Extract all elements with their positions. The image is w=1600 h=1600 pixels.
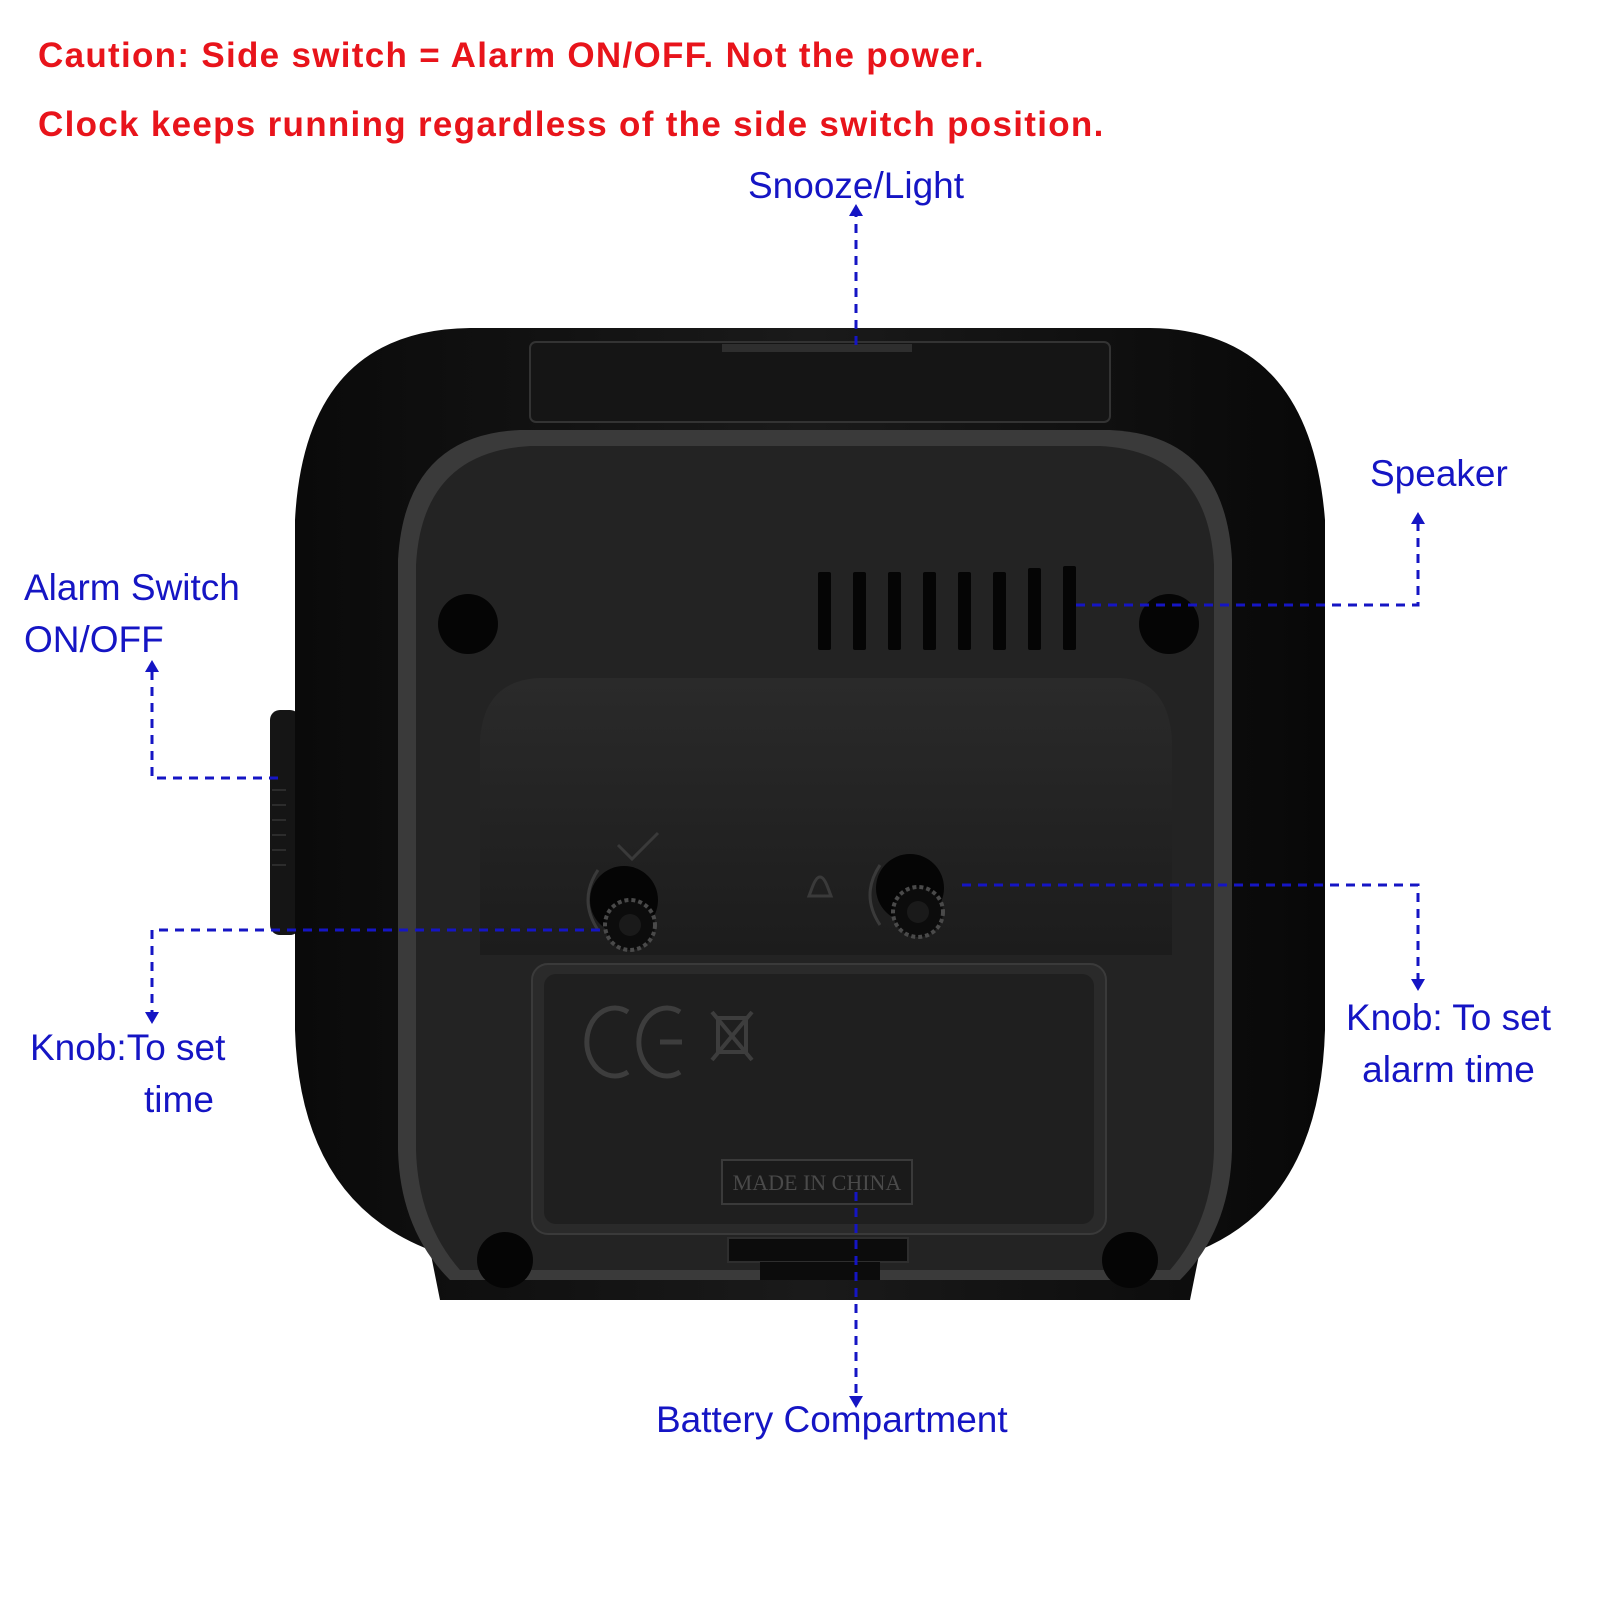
callout-snooze-light-text: Snooze/Light [748,165,965,206]
callout-knob-time-line-1: Knob:To set [30,1027,226,1068]
made-in-china-text: MADE IN CHINA [733,1170,902,1195]
knob-panel [480,678,1172,955]
made-in-china-plate: MADE IN CHINA [721,1159,913,1205]
callout-knob-time-line-2: time [144,1079,214,1120]
callout-alarm-switch-line-2: ON/OFF [24,619,164,660]
callout-alarm-switch-line-1: Alarm Switch [24,567,240,608]
screw-holes [438,594,1199,1288]
ce-mark [584,1005,682,1079]
callout-knob-alarm: Knob: To set alarm time [1346,992,1551,1096]
callout-battery: Battery Compartment [656,1394,1008,1446]
callout-knob-alarm-line-2: alarm time [1362,1049,1535,1090]
callout-knob-alarm-line-1: Knob: To set [1346,997,1552,1038]
speaker-grille [818,566,1076,650]
snooze-light-bar [529,341,1111,423]
callout-alarm-switch: Alarm Switch ON/OFF [24,562,240,666]
alarm-switch [270,710,300,935]
battery-latch [727,1237,909,1280]
alarm-switch-leader [145,660,278,780]
callout-speaker: Speaker [1370,448,1508,500]
alarm-knob [806,854,945,939]
callout-snooze-light: Snooze/Light [748,160,964,212]
caution-line-2: Clock keeps running regardless of the si… [38,105,1105,144]
weee-bin-icon [710,1010,754,1062]
battery-cover: MADE IN CHINA [531,963,1107,1280]
caution-line-1: Caution: Side switch = Alarm ON/OFF. Not… [38,36,985,75]
callout-battery-text: Battery Compartment [656,1399,1008,1440]
knob-time-leader [145,928,600,1024]
leader-lines [145,204,1425,1408]
callout-knob-time: Knob:To set time [30,1022,225,1126]
callout-speaker-text: Speaker [1370,453,1508,494]
speaker-leader [1076,512,1425,607]
knob-alarm-leader [962,883,1425,991]
time-knob [586,831,660,952]
